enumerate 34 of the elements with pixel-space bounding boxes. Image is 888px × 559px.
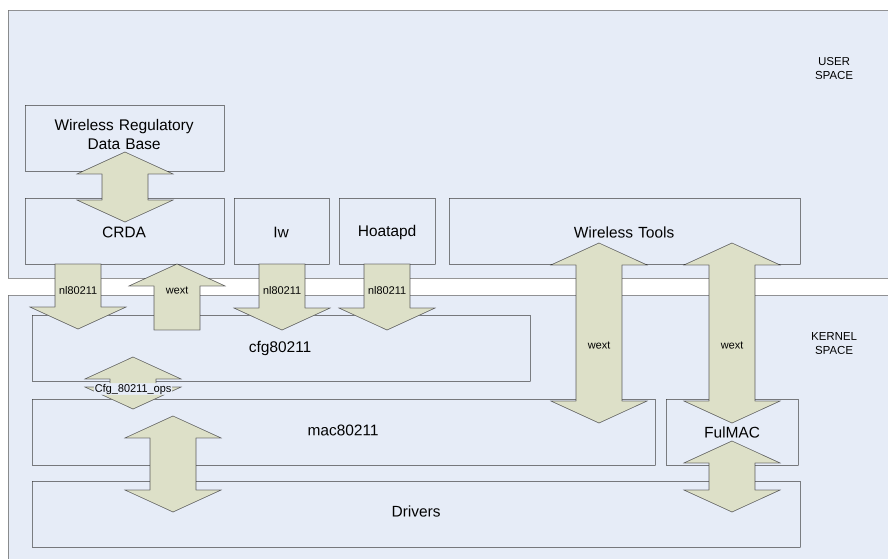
- box-label: mac80211: [308, 424, 378, 436]
- block-arrow: [682, 242, 782, 424]
- component-box: [25, 198, 225, 265]
- block-arrow: [550, 242, 648, 424]
- box-label: Drivers: [392, 505, 440, 517]
- block-arrow: [28, 264, 128, 330]
- edge-label: wext: [720, 341, 744, 349]
- component-box: [32, 481, 801, 548]
- component-box: [32, 399, 656, 466]
- block-arrow: [76, 152, 174, 222]
- box-label: Wireless Tools: [574, 226, 674, 238]
- panel-label: KERNEL SPACE: [812, 332, 857, 354]
- block-arrow: [128, 264, 226, 330]
- component-box: [234, 198, 330, 265]
- block-arrow: [682, 440, 782, 512]
- box-label: Iw: [274, 226, 289, 238]
- box-label: CRDA: [102, 226, 146, 238]
- box-label: cfg80211: [249, 340, 310, 356]
- edge-label: wext: [166, 286, 188, 294]
- edge-label: nl80211: [264, 286, 301, 294]
- panel-label: USER SPACE: [816, 56, 852, 80]
- edge-label: nl80211: [368, 286, 406, 294]
- component-box: [449, 198, 801, 265]
- block-arrow: [124, 416, 222, 512]
- edge-label: wext: [588, 341, 610, 349]
- box-label: FulMAC: [705, 426, 760, 438]
- block-arrow: [232, 264, 332, 330]
- box-label: Wireless Regulatory Data Base: [54, 118, 194, 150]
- block-arrow: [338, 264, 436, 330]
- component-box: [25, 105, 225, 172]
- edge-label: nl80211: [60, 286, 97, 294]
- edge-label: Cfg_80211_ops: [94, 383, 172, 395]
- box-label: Hoatapd: [359, 224, 416, 240]
- component-box: [339, 198, 436, 265]
